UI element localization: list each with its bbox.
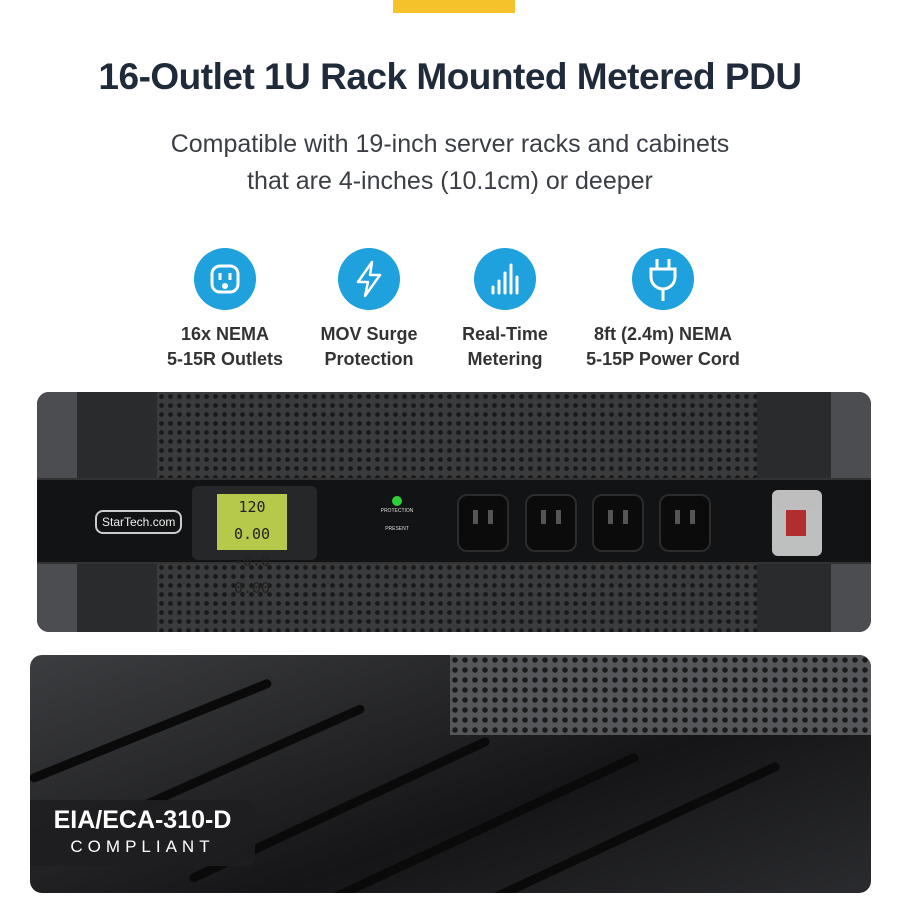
outlet-icon <box>194 248 256 310</box>
feature-label-line2: 5-15R Outlets <box>166 349 284 369</box>
feature-label-line1: 16x NEMA <box>180 324 270 344</box>
lcd-voltage: 120 0.00 <box>233 498 271 543</box>
accent-bar <box>393 0 515 13</box>
feature-power-cord: 8ft (2.4m) NEMA 5-15P Power Cord <box>573 248 753 372</box>
rack-mesh <box>450 655 871 735</box>
outlet <box>457 494 509 552</box>
outlet <box>592 494 644 552</box>
plug-icon <box>632 248 694 310</box>
protection-label: PROTECTION <box>380 508 414 514</box>
protection-led <box>392 496 402 506</box>
feature-label-line1: Real-Time <box>462 324 548 344</box>
subtitle-line-2: that are 4-inches (10.1cm) or deeper <box>247 167 653 195</box>
lcd-current: -0.0 0.00 <box>233 552 271 597</box>
pdu-unit: StarTech.com 120 0.00 -0.0 0.00 PROTECTIO… <box>37 478 871 597</box>
feature-label-line2: Metering <box>467 349 543 369</box>
page-title: 16-Outlet 1U Rack Mounted Metered PDU <box>98 56 802 97</box>
feature-label-line1: MOV Surge <box>320 324 418 344</box>
signal-bars-icon <box>474 248 536 310</box>
power-switch <box>772 490 822 556</box>
outlet <box>525 494 577 552</box>
outlet <box>659 494 711 552</box>
compliance-badge: EIA/ECA-310-D COMPLIANT <box>30 800 255 866</box>
feature-label-line2: Protection <box>324 349 414 369</box>
feature-outlets: 16x NEMA 5-15R Outlets <box>135 248 315 372</box>
badge-compliant: COMPLIANT <box>70 837 215 856</box>
feature-label-line2: 5-15P Power Cord <box>586 349 740 369</box>
feature-label-line1: 8ft (2.4m) NEMA <box>593 324 732 344</box>
meter-display: 120 0.00 -0.0 0.00 <box>192 486 317 597</box>
subtitle-line-1: Compatible with 19-inch server racks and… <box>170 130 730 158</box>
present-label: PRESENT <box>385 526 409 532</box>
badge-standard: EIA/ECA-310-D <box>53 806 232 834</box>
power-cable <box>328 751 641 893</box>
pdu-front-photo: StarTech.com 120 0.00 -0.0 0.00 PROTECTIO… <box>37 392 871 632</box>
power-cable <box>478 760 781 893</box>
brand-logo: StarTech.com <box>95 510 183 534</box>
lightning-icon <box>338 248 400 310</box>
